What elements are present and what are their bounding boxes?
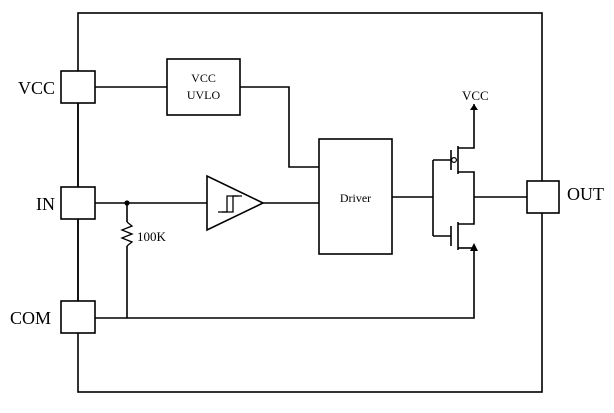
out-pin	[526, 180, 560, 214]
schmitt-comparator	[206, 174, 265, 232]
pulldown-resistor	[120, 221, 134, 247]
vcc-pin	[60, 70, 96, 104]
in-pin-label: IN	[36, 194, 55, 214]
resistor-label: 100K	[137, 229, 167, 244]
uvlo-to-driver-wire	[240, 86, 319, 168]
uvlo-block	[166, 58, 241, 116]
com-arrow	[470, 243, 478, 251]
hysteresis-symbol-b	[222, 195, 242, 213]
uvlo-label-line1: VCC	[191, 71, 216, 85]
driver-block	[318, 138, 393, 255]
supply-arrow	[470, 104, 478, 110]
driver-label: Driver	[340, 191, 371, 205]
low-side-transistor	[450, 208, 475, 250]
com-pin	[60, 300, 96, 334]
high-side-transistor	[450, 108, 475, 208]
vcc-pin-label: VCC	[18, 78, 55, 98]
uvlo-label-line2: UVLO	[187, 88, 221, 102]
in-pin	[60, 186, 96, 220]
com-wire	[95, 246, 475, 319]
out-pin-label: OUT	[567, 184, 604, 204]
com-pin-label: COM	[10, 308, 51, 328]
supply-label: VCC	[462, 88, 489, 103]
